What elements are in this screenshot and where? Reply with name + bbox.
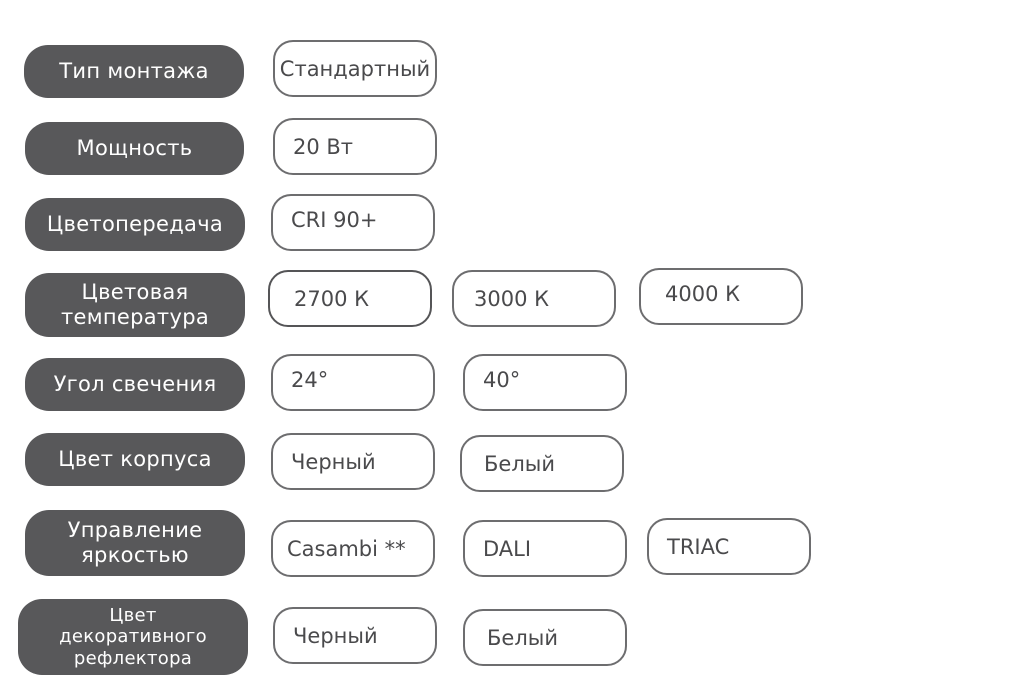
option-text: Casambi ** — [287, 536, 406, 561]
option-reflector-white[interactable]: Белый — [463, 609, 627, 666]
option-text: 20 Вт — [293, 134, 354, 159]
option-text: 4000 К — [665, 282, 741, 306]
option-text: 40° — [483, 368, 521, 392]
label-beam-angle: Угол свечения — [25, 358, 245, 411]
option-dali[interactable]: DALI — [463, 520, 627, 577]
label-color-rendering: Цветопередача — [25, 198, 245, 251]
label-text: Цветовая температура — [60, 279, 209, 329]
option-3000k[interactable]: 3000 К — [452, 270, 616, 327]
option-text: CRI 90+ — [291, 208, 378, 232]
label-mounting-type: Тип монтажа — [24, 45, 244, 98]
label-color-temperature: Цветовая температура — [25, 273, 245, 337]
option-text: Стандартный — [279, 56, 431, 81]
label-text: Тип монтажа — [59, 58, 209, 83]
option-4000k[interactable]: 4000 К — [639, 268, 803, 325]
option-text: 24° — [291, 368, 329, 392]
label-text: Цвет корпуса — [58, 446, 212, 471]
option-text: Черный — [293, 623, 378, 648]
option-housing-white[interactable]: Белый — [460, 435, 624, 492]
option-reflector-black[interactable]: Черный — [273, 607, 437, 664]
label-reflector-color: Цвет декоративного рефлектора — [18, 599, 248, 675]
option-24deg[interactable]: 24° — [271, 354, 435, 411]
option-casambi[interactable]: Casambi ** — [271, 520, 435, 577]
label-text: Угол свечения — [53, 371, 217, 396]
label-power: Мощность — [25, 122, 244, 175]
option-text: 3000 К — [474, 286, 550, 311]
option-2700k[interactable]: 2700 К — [268, 270, 432, 327]
option-text: Черный — [291, 449, 376, 474]
option-text: 2700 К — [294, 286, 370, 311]
label-housing-color: Цвет корпуса — [25, 433, 245, 486]
label-text: Цветопередача — [46, 211, 224, 236]
label-text: Управление яркостью — [67, 517, 203, 567]
option-40deg[interactable]: 40° — [463, 354, 627, 411]
option-text: TRIAC — [667, 534, 730, 559]
option-triac[interactable]: TRIAC — [647, 518, 811, 575]
option-text: Белый — [487, 625, 558, 650]
label-text: Цвет декоративного рефлектора — [59, 604, 207, 669]
option-cri-90[interactable]: CRI 90+ — [271, 194, 435, 251]
label-dimming-control: Управление яркостью — [25, 510, 245, 576]
option-housing-black[interactable]: Черный — [271, 433, 435, 490]
option-20w[interactable]: 20 Вт — [273, 118, 437, 175]
option-text: DALI — [483, 536, 532, 561]
option-text: Белый — [484, 451, 555, 476]
option-standard[interactable]: Стандартный — [273, 40, 437, 97]
label-text: Мощность — [76, 135, 193, 160]
